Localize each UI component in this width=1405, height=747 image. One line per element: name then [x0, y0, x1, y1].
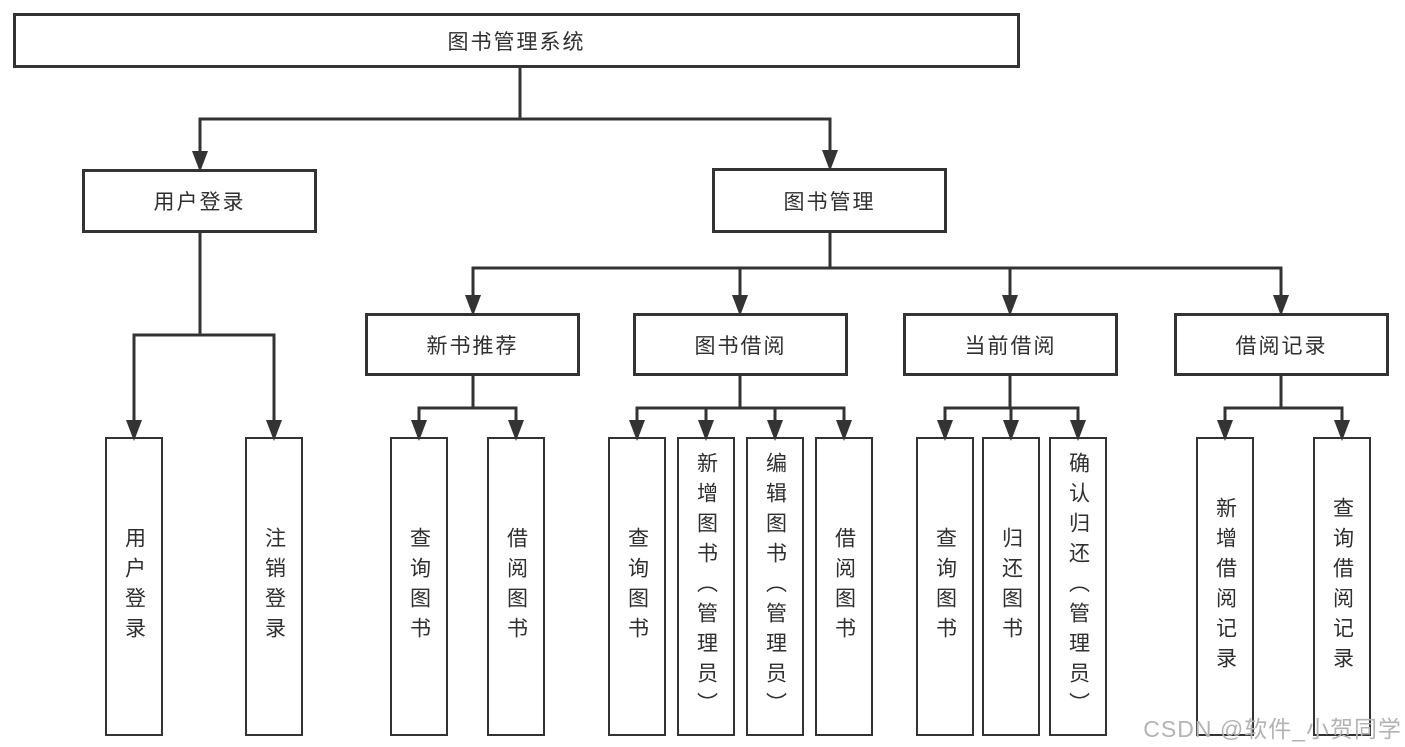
leaf-borrow-query-book: 查询图书	[608, 437, 666, 736]
leaf-record-query: 查询借阅记录	[1313, 437, 1371, 736]
leaf-current-confirm-return-admin-label: 确认归还（管理员）	[1066, 451, 1090, 722]
node-new-book-recommend: 新书推荐	[365, 313, 580, 376]
leaf-recommend-borrow-book: 借阅图书	[487, 437, 545, 736]
node-book-borrow: 图书借阅	[633, 313, 848, 376]
node-book-management-label: 图书管理	[783, 190, 876, 214]
node-user-login-label: 用户登录	[153, 191, 246, 214]
leaf-record-add-label: 新增借阅记录	[1213, 496, 1237, 677]
leaf-borrow-borrow-book: 借阅图书	[815, 437, 873, 736]
leaf-logout-label: 注销登录	[262, 526, 286, 647]
leaf-borrow-edit-book-admin: 编辑图书（管理员）	[746, 437, 804, 736]
leaf-current-return-book: 归还图书	[982, 437, 1040, 736]
node-current-borrow: 当前借阅	[903, 313, 1118, 376]
watermark: CSDN @软件_小贺同学	[1143, 716, 1402, 742]
leaf-borrow-add-book-admin-label: 新增图书（管理员）	[694, 451, 718, 722]
node-book-management: 图书管理	[712, 168, 947, 233]
leaf-borrow-add-book-admin: 新增图书（管理员）	[677, 437, 735, 736]
leaf-record-query-label: 查询借阅记录	[1330, 496, 1354, 677]
leaf-recommend-query-book-label: 查询图书	[407, 526, 431, 647]
node-borrow-record-label: 借阅记录	[1235, 334, 1328, 358]
leaf-borrow-query-book-label: 查询图书	[625, 526, 649, 647]
node-root: 图书管理系统	[13, 13, 1020, 68]
leaf-recommend-query-book: 查询图书	[390, 437, 448, 736]
node-user-login: 用户登录	[82, 169, 317, 233]
leaf-user-login-label: 用户登录	[122, 526, 146, 647]
leaf-logout: 注销登录	[245, 437, 303, 736]
leaf-borrow-edit-book-admin-label: 编辑图书（管理员）	[763, 451, 787, 722]
node-current-borrow-label: 当前借阅	[964, 334, 1057, 358]
node-book-borrow-label: 图书借阅	[694, 334, 787, 358]
leaf-user-login: 用户登录	[105, 437, 163, 736]
leaf-current-confirm-return-admin: 确认归还（管理员）	[1049, 437, 1107, 736]
leaf-recommend-borrow-book-label: 借阅图书	[504, 526, 528, 647]
node-root-label: 图书管理系统	[447, 30, 586, 54]
node-borrow-record: 借阅记录	[1174, 313, 1389, 376]
node-new-book-recommend-label: 新书推荐	[426, 334, 519, 358]
leaf-current-return-book-label: 归还图书	[999, 526, 1023, 647]
leaf-record-add: 新增借阅记录	[1196, 437, 1254, 736]
leaf-current-query-book-label: 查询图书	[933, 526, 957, 647]
leaf-borrow-borrow-book-label: 借阅图书	[832, 526, 856, 647]
leaf-current-query-book: 查询图书	[916, 437, 974, 736]
